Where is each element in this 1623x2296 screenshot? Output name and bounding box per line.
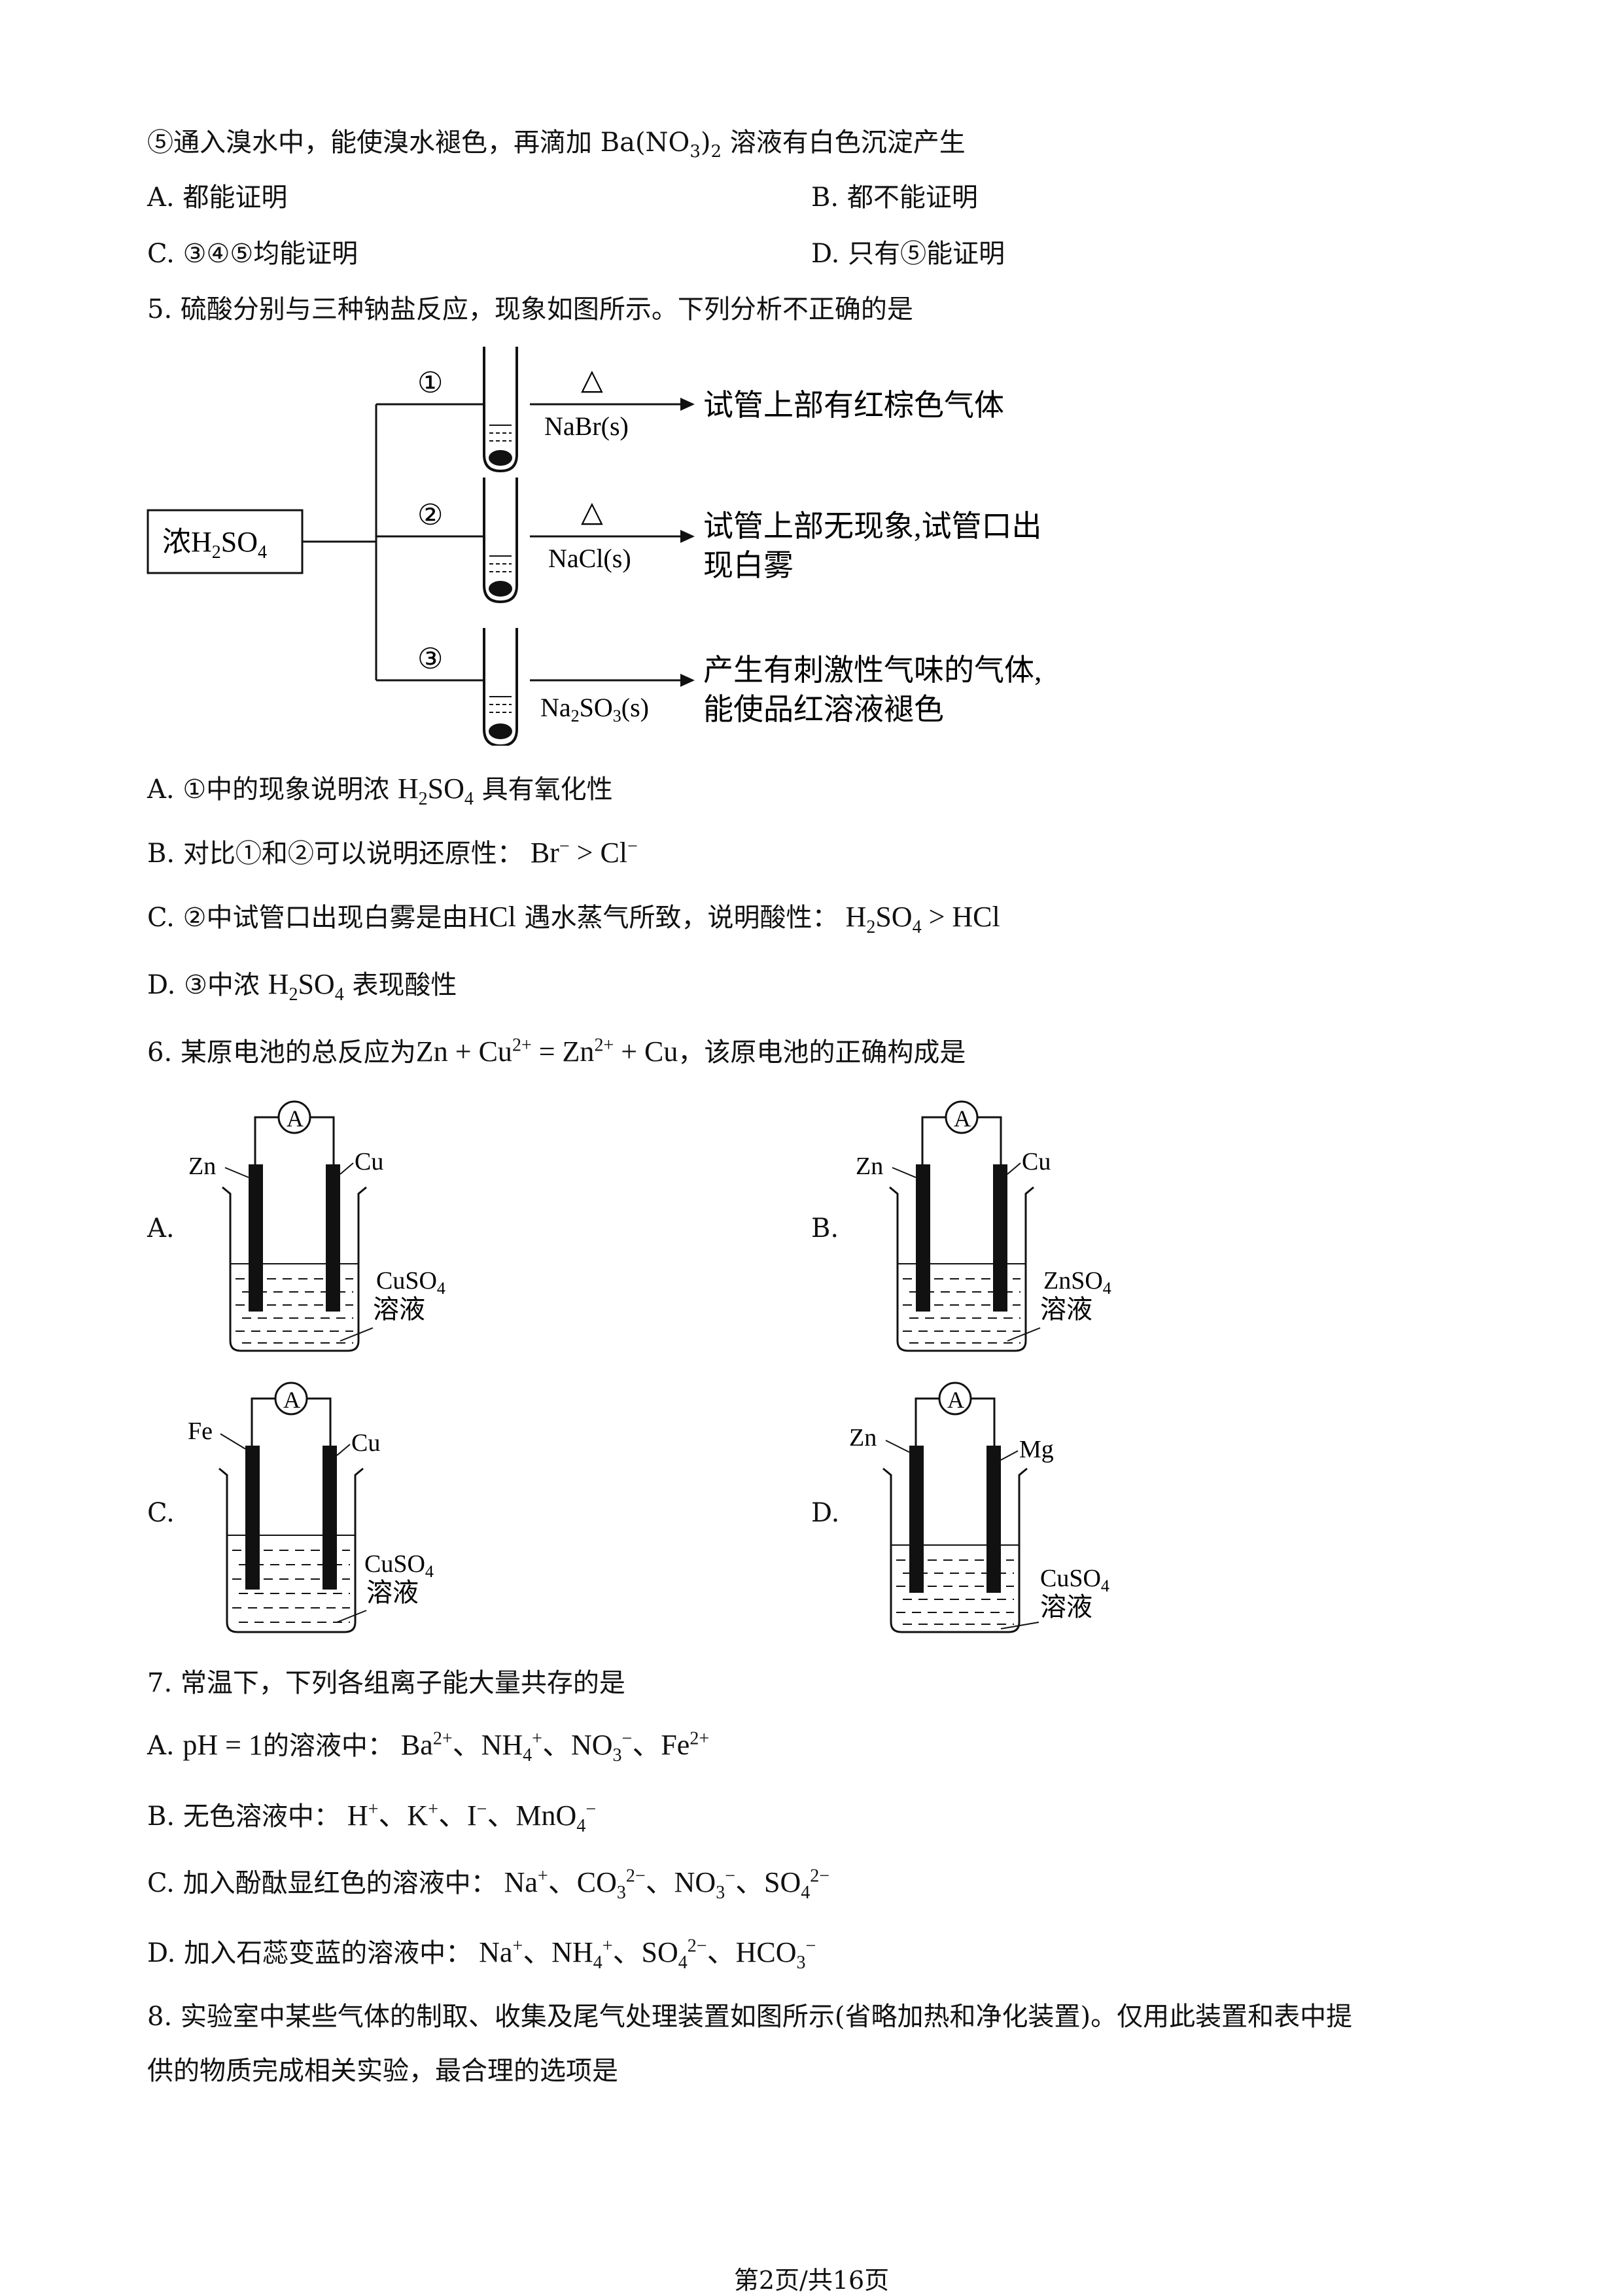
q6-cell-d: A Zn Mg CuSO4 溶液 [849,1382,1109,1633]
q7-option-b: B. 无色溶液中： H+、K+、I−、MnO4− [147,1799,597,1836]
svg-text:A: A [283,1387,300,1413]
beaker [889,1186,1034,1352]
branch-2-heat: △ [581,496,603,528]
q5-option-c: C. ②中试管口出现白雾是由HCl 遇水蒸气所致，说明酸性： H2SO4 > H… [147,901,1000,937]
branch-3-salt: Na2SO3(s) [540,693,649,725]
q5-option-a: A. ①中的现象说明浓 H2SO4 具有氧化性 [147,773,613,809]
svg-text:A: A [954,1105,971,1132]
test-tube-2 [483,478,518,604]
svg-text:A: A [947,1387,964,1413]
page-footer: 第2页/共16页 [733,2266,890,2295]
electrode-right [323,1446,337,1590]
test-tube-1 [483,347,518,473]
beaker [882,1467,1028,1633]
svg-text:Zn: Zn [849,1424,877,1452]
q8-stem-line1: 8. 实验室中某些气体的制取、收集及尾气处理装置如图所示(省略加热和净化装置)。… [147,2002,1353,2032]
test-tube-3 [483,628,518,746]
q4-option-b: B. 都不能证明 [811,183,978,213]
beaker [222,1186,367,1352]
electrode-left [249,1164,263,1312]
q5-option-d: D. ③中浓 H2SO4 表现酸性 [147,968,457,1005]
beaker [218,1467,364,1633]
reagent-label: 浓H2SO4 [162,526,267,563]
electrode-left [916,1164,930,1312]
q7-stem: 7. 常温下，下列各组离子能大量共存的是 [147,1668,625,1698]
branch-3-result-line2: 能使品红溶液褪色 [703,693,944,726]
electrode-right [993,1164,1007,1312]
q5-reaction-diagram: 浓H2SO4 ① △ NaBr(s) 试管上部有红棕色气体 ② △ NaCl(s… [147,347,1042,746]
branch-2-salt: NaCl(s) [548,544,631,573]
branch-1-result: 试管上部有红棕色气体 [703,389,1004,422]
svg-text:A: A [287,1105,304,1132]
q6-cell-b: A Zn Cu ZnSO4 溶液 [856,1100,1111,1352]
svg-text:Zn: Zn [856,1153,883,1180]
q5-stem: 5. 硫酸分别与三种钠盐反应，现象如图所示。下列分析不正确的是 [147,294,913,324]
svg-text:ZnSO4: ZnSO4 [1043,1267,1111,1298]
branch-1-salt: NaBr(s) [544,411,629,441]
q4-item5: ⑤通入溴水中，能使溴水褪色，再滴加 Ba(NO3)2 溶液有白色沉淀产生 [147,128,966,162]
q4-option-a: A. 都能证明 [147,183,288,213]
q8-stem-line2: 供的物质完成相关实验，最合理的选项是 [147,2056,618,2086]
branch-3-result-line1: 产生有刺激性气味的气体, [703,653,1042,687]
q6-option-d-label: D. [811,1498,840,1528]
svg-text:Zn: Zn [188,1153,216,1180]
q6-stem: 6. 某原电池的总反应为Zn + Cu2+ = Zn2+ + Cu，该原电池的正… [147,1035,966,1068]
branch-2-result-line2: 现白雾 [703,549,794,582]
q6-cell-c: A Fe Cu CuSO4 溶液 [188,1382,434,1633]
electrode-right [326,1164,340,1312]
svg-text:CuSO4: CuSO4 [1040,1565,1109,1595]
q5-option-b: B. 对比①和②可以说明还原性： Br− > Cl− [147,836,638,869]
electrode-right [986,1446,1001,1593]
q7-option-c: C. 加入酚酞显红色的溶液中： Na+、CO32−、NO3−、SO42− [147,1866,830,1903]
svg-text:溶液: 溶液 [366,1578,419,1607]
svg-text:溶液: 溶液 [1040,1295,1092,1324]
svg-text:溶液: 溶液 [1040,1592,1092,1622]
branch-2-number: ② [417,499,443,531]
svg-text:Mg: Mg [1019,1436,1054,1463]
branch-1-heat: △ [581,364,603,396]
svg-text:Cu: Cu [1022,1148,1051,1175]
q4-option-c: C. ③④⑤均能证明 [147,239,358,269]
q6-cell-a: A Zn Cu CuSO4 溶液 [188,1100,445,1352]
branch-3-number: ③ [417,643,443,675]
branch-1-number: ① [417,367,443,399]
q6-option-b-label: B. [811,1213,839,1244]
q7-option-d: D. 加入石蕊变蓝的溶液中： Na+、NH4+、SO42−、HCO3− [147,1936,816,1973]
electrode-left [909,1446,924,1593]
svg-text:CuSO4: CuSO4 [376,1267,445,1298]
svg-text:溶液: 溶液 [373,1295,425,1324]
electrode-left [245,1446,260,1590]
svg-text:Fe: Fe [188,1418,213,1445]
svg-text:CuSO4: CuSO4 [364,1550,434,1581]
q6-option-c-label: C. [147,1498,175,1528]
svg-text:Cu: Cu [351,1429,380,1457]
svg-text:Cu: Cu [355,1148,383,1175]
branch-2-result-line1: 试管上部无现象,试管口出 [703,510,1042,543]
q7-option-a: A. pH = 1的溶液中： Ba2+、NH4+、NO3−、Fe2+ [147,1728,710,1765]
q6-option-a-label: A. [147,1213,175,1244]
q4-option-d: D. 只有⑤能证明 [811,239,1005,269]
